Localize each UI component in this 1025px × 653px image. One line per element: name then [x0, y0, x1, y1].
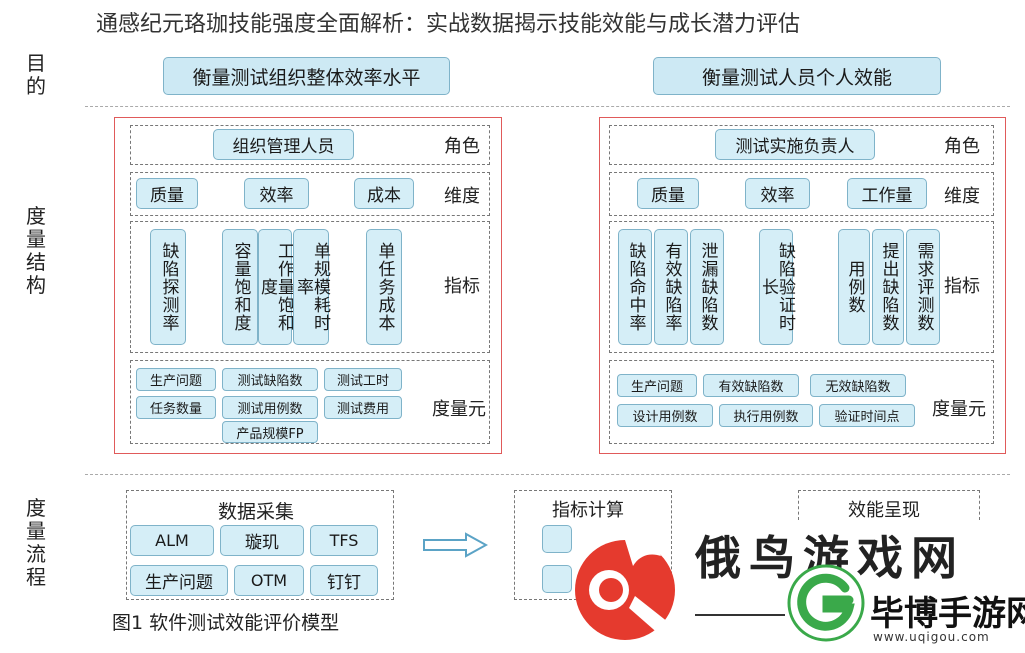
- left-element-label: 度量元: [432, 399, 486, 420]
- left-el-task-count: 任务数量: [136, 396, 216, 419]
- right-el-valid-defects: 有效缺陷数: [703, 374, 799, 397]
- right-indicator-label: 指标: [944, 276, 980, 297]
- left-ind-workload: 工作量饱和度: [257, 229, 294, 345]
- right-el-exec-cases: 执行用例数: [719, 404, 813, 427]
- right-el-prod-issue: 生产问题: [617, 374, 697, 397]
- right-element-label: 度量元: [932, 399, 986, 420]
- left-element-row: [130, 360, 490, 444]
- page-title: 通感纪元珞珈技能强度全面解析：实战数据揭示技能效能与成长潜力评估: [96, 12, 801, 37]
- calc-title: 指标计算: [552, 500, 624, 521]
- side-label-purpose: 目的: [26, 51, 46, 98]
- right-role-row: [609, 125, 994, 165]
- left-dim-cost: 成本: [354, 178, 414, 209]
- left-el-test-cases: 测试用例数: [222, 396, 318, 419]
- right-el-verify-time: 验证时间点: [819, 404, 915, 427]
- collect-alm: ALM: [130, 525, 214, 556]
- g-logo-icon: [787, 564, 865, 642]
- left-ind-capacity: 容量饱和度: [222, 229, 258, 345]
- right-indicator-row: [609, 221, 994, 353]
- left-el-test-hours: 测试工时: [324, 368, 402, 391]
- side-label-measure-structure: 度量结构: [26, 204, 46, 297]
- collect-otm: OTM: [234, 565, 304, 596]
- present-frame: [798, 490, 980, 520]
- left-role-label: 角色: [444, 136, 480, 157]
- collect-dingding: 钉钉: [310, 565, 378, 596]
- rooster-logo-icon: [575, 538, 675, 640]
- right-structure-frame: [599, 117, 1006, 454]
- right-el-design-cases: 设计用例数: [617, 404, 713, 427]
- left-dimension-label: 维度: [444, 186, 480, 207]
- left-dim-efficiency: 效率: [244, 178, 309, 209]
- divider-top: [85, 106, 1010, 107]
- left-indicator-label: 指标: [444, 276, 480, 297]
- collect-frame: [126, 490, 394, 600]
- right-dimension-label: 维度: [944, 186, 980, 207]
- watermark-url: www.uqigou.com: [873, 630, 990, 644]
- left-el-test-fee: 测试费用: [324, 396, 402, 419]
- right-el-invalid-defects: 无效缺陷数: [810, 374, 906, 397]
- watermark-text-2: 毕博手游网: [870, 594, 1025, 634]
- right-ind-hit-rate: 缺陷命中率: [618, 229, 652, 345]
- left-el-product-fp: 产品规模FP: [222, 421, 318, 443]
- figure-caption: 图1 软件测试效能评价模型: [112, 612, 340, 634]
- watermark-line: [695, 614, 785, 616]
- right-dim-efficiency: 效率: [745, 178, 810, 209]
- left-role-box: 组织管理人员: [213, 129, 354, 160]
- right-role-label: 角色: [944, 136, 980, 157]
- collect-tfs: TFS: [310, 525, 378, 556]
- left-indicator-row: [130, 221, 490, 353]
- right-element-row: [609, 360, 994, 444]
- right-ind-req-reviews: 需求评测数: [906, 229, 940, 345]
- collect-title: 数据采集: [218, 501, 295, 523]
- calc-box-1: [542, 525, 572, 553]
- left-el-test-defects: 测试缺陷数: [222, 368, 318, 391]
- left-role-row: [130, 125, 490, 165]
- watermark: 俄鸟游戏网 毕博手游网 www.uqigou.com: [555, 520, 1025, 653]
- left-ind-defect-detect: 缺陷探测率: [150, 229, 186, 345]
- right-ind-valid-defect-rate: 有效缺陷率: [654, 229, 688, 345]
- collect-prod-issue: 生产问题: [130, 565, 228, 596]
- left-ind-unit-time: 单规模耗时率: [293, 229, 330, 345]
- left-structure-frame: [114, 117, 502, 454]
- right-role-box: 测试实施负责人: [715, 129, 875, 160]
- right-dim-quality: 质量: [637, 178, 699, 209]
- left-dimension-row: [130, 172, 490, 216]
- left-el-prod-issue: 生产问题: [136, 368, 216, 391]
- right-ind-leak-defects: 泄漏缺陷数: [690, 229, 724, 345]
- present-title: 效能呈现: [848, 500, 920, 521]
- collect-xuanji: 璇玑: [220, 525, 304, 556]
- left-ind-unit-cost: 单任务成本: [366, 229, 402, 345]
- arrow-right-icon: [423, 532, 488, 558]
- right-ind-raised-defects: 提出缺陷数: [872, 229, 904, 345]
- goal-right: 衡量测试人员个人效能: [653, 57, 941, 95]
- calc-box-2: [542, 565, 572, 593]
- divider-bottom: [85, 474, 1010, 475]
- right-ind-verify-time: 缺陷验证时长: [758, 229, 795, 345]
- right-dim-workload: 工作量: [847, 178, 927, 209]
- right-ind-case-count: 用例数: [838, 229, 870, 345]
- left-dim-quality: 质量: [136, 178, 198, 209]
- side-label-measure-process: 度量流程: [26, 496, 46, 589]
- right-dimension-row: [609, 172, 994, 216]
- goal-left: 衡量测试组织整体效率水平: [163, 57, 450, 95]
